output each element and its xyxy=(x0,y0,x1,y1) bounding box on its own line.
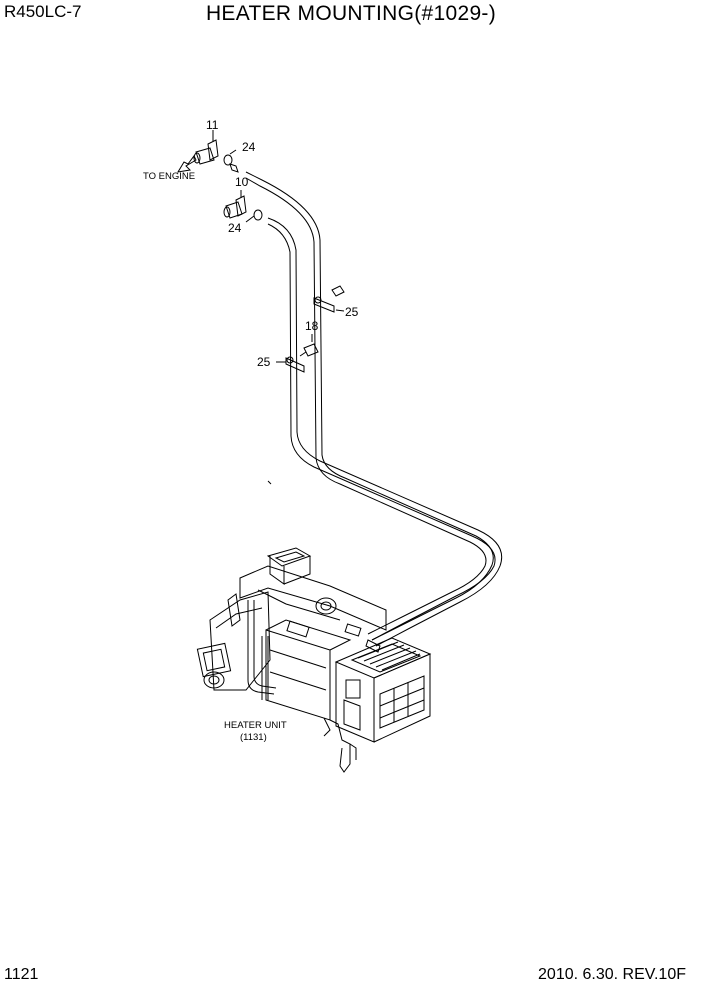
model-number: R450LC-7 xyxy=(4,2,82,21)
heater-unit-ref: (1131) xyxy=(240,732,267,743)
callout-25-right: 25 xyxy=(345,305,359,319)
hose-clamp-25-left xyxy=(276,356,305,373)
callout-24-top: 24 xyxy=(242,140,256,154)
callout-18: 18 xyxy=(305,319,319,333)
callout-10: 10 xyxy=(235,175,249,189)
bolt-18 xyxy=(299,334,319,357)
fitting-11 xyxy=(193,130,239,173)
leader-24-top xyxy=(229,149,237,155)
heater-unit-assembly xyxy=(196,547,432,773)
callout-24-mid: 24 xyxy=(228,221,242,235)
fitting-10 xyxy=(223,190,263,221)
callout-11: 11 xyxy=(206,118,219,132)
to-engine-label: TO ENGINE xyxy=(143,171,195,182)
heater-hose-upper xyxy=(245,171,494,641)
revision-date: 2010. 6.30. REV.10F xyxy=(538,966,686,983)
leader-24-mid xyxy=(245,215,255,223)
heater-unit-label: HEATER UNIT xyxy=(224,720,287,731)
callout-25-left: 25 xyxy=(257,355,271,369)
page-title: HEATER MOUNTING(#1029-) xyxy=(205,2,497,25)
hose-clamp-25-right xyxy=(313,285,345,313)
stray-tick xyxy=(267,480,272,485)
page-number: 1121 xyxy=(4,966,39,983)
heater-hose-lower xyxy=(267,217,503,647)
to-engine-arrow xyxy=(177,155,197,173)
